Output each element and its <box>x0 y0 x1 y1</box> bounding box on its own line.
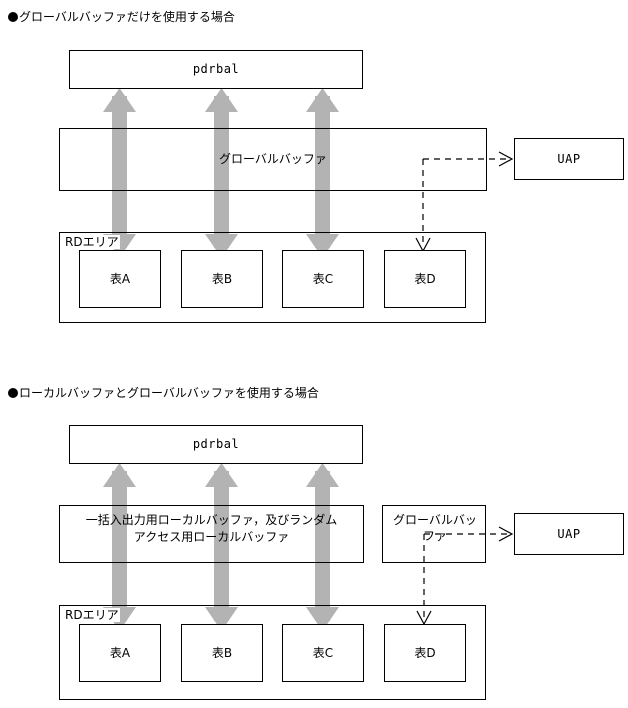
uap-label-bottom: UAP <box>557 526 581 541</box>
pdrbal-label-bottom: pdrbal <box>192 437 240 451</box>
uap-box-top: UAP <box>514 138 624 180</box>
section-heading-global-only-text: グローバルバッファだけを使用する場合 <box>19 10 235 24</box>
table-box-d-top: 表D <box>384 250 466 308</box>
table-label-d-top: 表D <box>414 271 436 286</box>
rd-area-box-bottom: RDエリア <box>59 605 486 700</box>
section-heading-local-and-global-text: ローカルバッファとグローバルバッファを使用する場合 <box>19 386 319 400</box>
bullet-icon <box>8 12 18 22</box>
table-label-c-bottom: 表C <box>312 645 334 660</box>
global-buffer-label-bottom: グローバルバッファ <box>393 513 477 543</box>
table-box-d-bottom: 表D <box>384 624 466 682</box>
table-box-a-bottom: 表A <box>79 624 161 682</box>
bullet-icon-2 <box>8 388 18 398</box>
global-buffer-box-top: グローバルバッファ <box>59 128 487 191</box>
rd-area-label-top: RDエリア <box>64 235 120 249</box>
table-box-a-top: 表A <box>79 250 161 308</box>
dashed-arrowhead-uap-bottom <box>498 526 514 542</box>
local-buffer-label-line2: アクセス用ローカルバッファ <box>133 530 290 544</box>
dashed-arrowhead-uap-top <box>498 151 514 167</box>
table-box-b-top: 表B <box>181 250 263 308</box>
table-box-b-bottom: 表B <box>181 624 263 682</box>
table-label-b-top: 表B <box>211 271 233 286</box>
uap-label-top: UAP <box>557 151 581 166</box>
table-label-c-top: 表C <box>312 271 334 286</box>
table-label-a-top: 表A <box>109 271 131 286</box>
global-buffer-box-bottom: グローバルバッファ <box>382 505 486 563</box>
pdrbal-box-bottom: pdrbal <box>69 425 363 464</box>
table-box-c-top: 表C <box>282 250 364 308</box>
table-box-c-bottom: 表C <box>282 624 364 682</box>
rd-area-label-bottom: RDエリア <box>64 608 120 622</box>
table-label-d-bottom: 表D <box>414 645 436 660</box>
rd-area-box-top: RDエリア <box>59 232 486 323</box>
uap-box-bottom: UAP <box>514 513 624 555</box>
pdrbal-box-top: pdrbal <box>69 50 363 89</box>
section-heading-global-only: グローバルバッファだけを使用する場合 <box>8 10 235 24</box>
pdrbal-label-top: pdrbal <box>192 62 240 76</box>
local-buffer-box-bottom: 一括入出力用ローカルバッファ，及びランダム アクセス用ローカルバッファ <box>59 505 364 563</box>
table-label-a-bottom: 表A <box>109 645 131 660</box>
section-heading-local-and-global: ローカルバッファとグローバルバッファを使用する場合 <box>8 386 319 400</box>
table-label-b-bottom: 表B <box>211 645 233 660</box>
local-buffer-label-line1: 一括入出力用ローカルバッファ，及びランダム <box>85 513 338 527</box>
global-buffer-label-top: グローバルバッファ <box>219 152 327 166</box>
